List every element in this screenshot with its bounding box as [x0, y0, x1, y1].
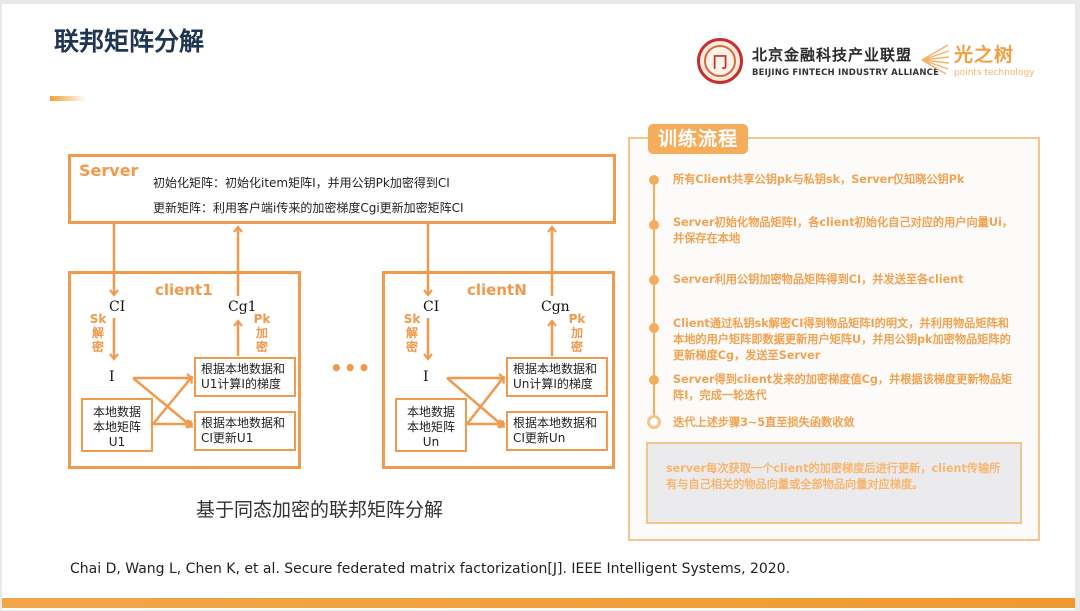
- update-user-matrix-box: 根据本地数据和 CI更新Un: [506, 411, 608, 451]
- ellipsis-clients: •••: [330, 356, 372, 380]
- timeline-line: [653, 178, 655, 418]
- client1-label: client1: [155, 281, 213, 299]
- ci-node: CI: [423, 299, 440, 315]
- points-technology-logo: 光之树 points technology: [920, 40, 1034, 78]
- cgn-node: Cgn: [541, 299, 570, 315]
- update-user-matrix-box: 根据本地数据和 CI更新U1: [194, 411, 296, 451]
- step-5: Server得到client发来的加密梯度值Cg，并根据该梯度更新物品矩阵I，完…: [673, 373, 1013, 402]
- pk-encrypt-label: Pk 加 密: [253, 312, 271, 354]
- alliance-seal-icon: 冂: [697, 38, 743, 84]
- i-node: I: [423, 369, 429, 385]
- server-box: Server 初始化矩阵：初始化item矩阵I，并用公钥Pk加密得到CI 更新矩…: [68, 154, 616, 224]
- fan-rays-icon: [921, 44, 950, 75]
- timeline-dot-icon: [649, 375, 659, 385]
- compute-gradient-box: 根据本地数据和 U1计算I的梯度: [194, 357, 296, 397]
- server-update-text: 更新矩阵：利用客户端i传来的加密梯度Cgi更新加密矩阵CI: [153, 201, 464, 215]
- server-label: Server: [79, 161, 139, 180]
- i-node: I: [109, 369, 115, 385]
- timeline-dot-icon: [649, 275, 659, 285]
- step-3: Server利用公钥加密物品矩阵得到CI，并发送至各client: [673, 273, 964, 286]
- step-1: 所有Client共享公钥pk与私钥sk，Server仅知晓公钥Pk: [673, 173, 965, 186]
- page-title: 联邦矩阵分解: [54, 27, 205, 56]
- compute-gradient-box: 根据本地数据和 Un计算I的梯度: [506, 357, 608, 397]
- pk-encrypt-label: Pk 加 密: [568, 312, 586, 354]
- step-2: Server初始化物品矩阵I，各client初始化自己对应的用户向量Ui，并保存…: [673, 216, 1013, 245]
- sk-decrypt-label: Sk 解 密: [403, 312, 421, 354]
- timeline-dot-icon: [649, 220, 659, 230]
- local-data-box: 本地数据 本地矩阵 Un: [395, 398, 467, 452]
- reference-citation: Chai D, Wang L, Chen K, et al. Secure fe…: [70, 561, 791, 577]
- gzs-name-en: points technology: [954, 68, 1035, 78]
- bottom-accent-bar: [2, 598, 1075, 608]
- client1-box: client1 CI Cg1 Sk 解 密 Pk 加 密 I 本地数据 本地矩阵…: [68, 271, 301, 469]
- sk-decrypt-label: Sk 解 密: [89, 312, 107, 354]
- clientN-box: clientN CI Cgn Sk 解 密 Pk 加 密 I 本地数据 本地矩阵…: [382, 271, 615, 469]
- gzs-name-cn: 光之树: [954, 44, 1015, 66]
- step-6: 迭代上述步骤3~5直至损失函数收敛: [673, 416, 855, 429]
- loop-icon: [647, 415, 661, 429]
- clientN-label: clientN: [467, 281, 527, 299]
- alliance-name-cn: 北京金融科技产业联盟: [752, 46, 913, 64]
- alliance-logo: 冂 北京金融科技产业联盟 BEIJING FINTECH INDUSTRY AL…: [697, 38, 939, 84]
- title-accent-bar: [50, 96, 86, 101]
- alliance-name-en: BEIJING FINTECH INDUSTRY ALLIANCE: [752, 68, 940, 78]
- note-box: server每次获取一个client的加密梯度后进行更新，client传输所有与…: [646, 442, 1022, 524]
- timeline-dot-icon: [649, 323, 659, 333]
- step-4: Client通过私钥sk解密CI得到物品矩阵I的明文，并利用物品矩阵和本地的用户…: [673, 317, 1011, 362]
- local-data-box: 本地数据 本地矩阵 U1: [81, 398, 153, 452]
- diagram-caption: 基于同态加密的联邦矩阵分解: [196, 499, 444, 521]
- timeline-dot-icon: [649, 175, 659, 185]
- panel-title: 训练流程: [648, 124, 748, 154]
- cg1-node: Cg1: [228, 299, 257, 315]
- server-init-text: 初始化矩阵：初始化item矩阵I，并用公钥Pk加密得到CI: [153, 176, 450, 190]
- ci-node: CI: [109, 299, 126, 315]
